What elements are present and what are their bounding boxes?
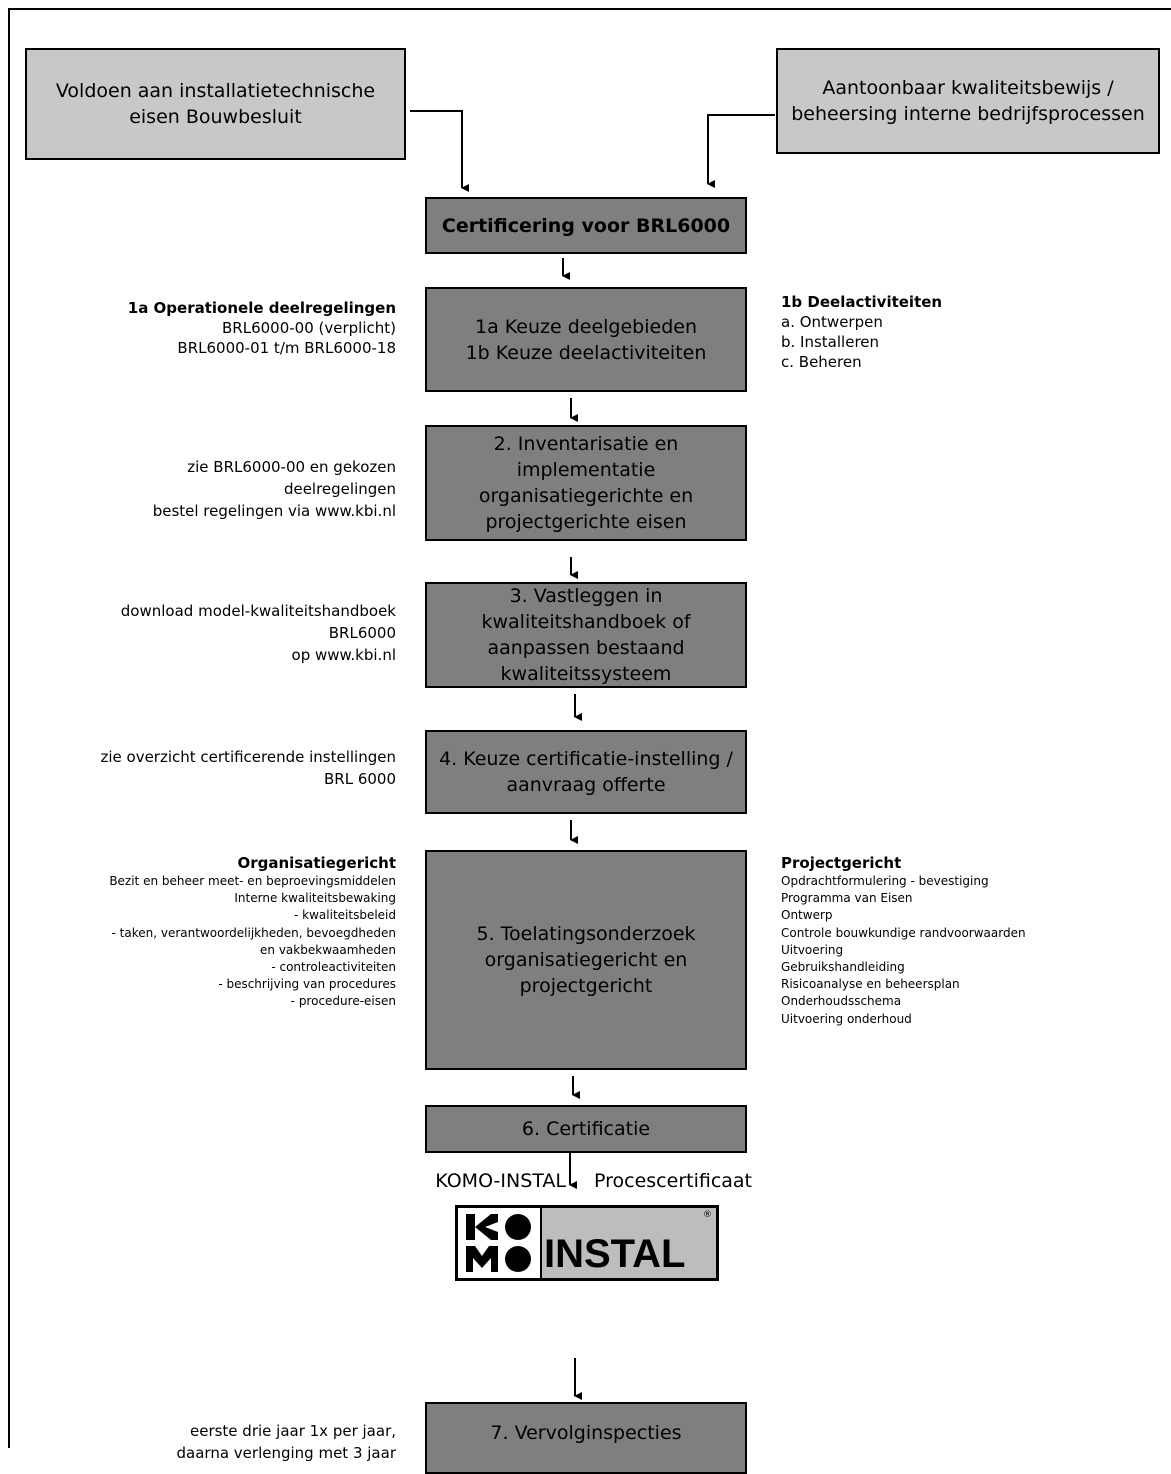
note-org-line: - procedure-eisen (290, 994, 396, 1009)
note-proj-heading: Projectgericht (781, 854, 902, 872)
top-right-box-text: Aantoonbaar kwaliteitsbewijs / beheersin… (791, 77, 1145, 125)
komo-instal-label: KOMO-INSTAL (435, 1170, 566, 1192)
step2-text: 2. Inventarisatie en implementatie organ… (478, 433, 694, 533)
note-org-line: - beschrijving van procedures (218, 977, 396, 992)
step3-box: 3. Vastleggen in kwaliteitshandboek of a… (425, 582, 747, 688)
note-org-line: - kwaliteitsbeleid (294, 908, 396, 923)
note-proj-line: Controle bouwkundige randvoorwaarden (781, 925, 1026, 940)
note-4-line: zie overzicht certificerende instellinge… (100, 748, 396, 766)
top-left-box: Voldoen aan installatietechnische eisen … (25, 48, 406, 160)
step4-text: 4. Keuze certificatie-instelling / aanvr… (439, 748, 733, 796)
logo-instal-text: INSTAL (544, 1232, 686, 1276)
cert-box-text: Certificering voor BRL6000 (441, 214, 731, 237)
registered-mark-icon: ® (703, 1210, 712, 1220)
note-proj-line: Opdrachtformulering - bevestiging (781, 874, 989, 888)
note-proj-line: Gebruikshandleiding (781, 960, 905, 975)
step2-box: 2. Inventarisatie en implementatie organ… (425, 425, 747, 541)
step1-box: 1a Keuze deelgebieden 1b Keuze deelactiv… (425, 287, 747, 392)
note-proj-line: Ontwerp (781, 908, 833, 923)
note-1b-line: c. Beheren (781, 353, 862, 371)
note-2: zie BRL6000-00 en gekozen deelregelingen… (153, 456, 396, 522)
note-3: download model-kwaliteitshandboek BRL600… (121, 600, 396, 666)
top-left-box-text: Voldoen aan installatietechnische eisen … (55, 80, 376, 128)
step4-box: 4. Keuze certificatie-instelling / aanvr… (425, 730, 747, 814)
top-right-box: Aantoonbaar kwaliteitsbewijs / beheersin… (776, 48, 1160, 154)
note-1b: 1b Deelactiviteiten a. Ontwerpen b. Inst… (781, 292, 942, 372)
note-org-line: en vakbekwaamheden (260, 942, 396, 957)
step6-text: 6. Certificatie (521, 1118, 651, 1140)
note-org-line: - controleactiviteiten (271, 960, 396, 975)
note-1a: 1a Operationele deelregelingen BRL6000-0… (128, 298, 396, 358)
note-2-line: deelregelingen (283, 480, 396, 498)
connectors (410, 110, 775, 1400)
step7-text: 7. Vervolginspecties (490, 1422, 682, 1444)
note-7-line: eerste drie jaar 1x per jaar, (189, 1422, 396, 1440)
arrow-right-to-cert (707, 114, 775, 188)
note-4: zie overzicht certificerende instellinge… (100, 746, 396, 790)
note-proj-line: Programma van Eisen (781, 891, 913, 906)
note-org-line: Interne kwaliteitsbewaking (234, 891, 396, 906)
note-1b-heading: 1b Deelactiviteiten (781, 293, 943, 311)
note-1b-line: a. Ontwerpen (781, 313, 883, 331)
note-1a-heading: 1a Operationele deelregelingen (127, 299, 396, 317)
page-frame (8, 8, 1171, 1448)
note-3-line: BRL6000 (328, 624, 396, 642)
note-3-line: download model-kwaliteitshandboek (120, 602, 396, 620)
step5-box: 5. Toelatingsonderzoek organisatiegerich… (425, 850, 747, 1070)
note-1a-line: BRL6000-01 t/m BRL6000-18 (177, 339, 396, 357)
note-organisatiegericht: Organisatiegericht Bezit en beheer meet-… (109, 853, 396, 1011)
step1-line-2: 1b Keuze deelactiviteiten (465, 341, 707, 364)
note-projectgericht: Projectgericht Opdrachtformulering - bev… (781, 853, 1026, 1028)
note-proj-line: Uitvoering (781, 942, 844, 957)
note-proj-line: Risicoanalyse en beheersplan (781, 977, 960, 992)
note-4-line: BRL 6000 (323, 770, 396, 788)
step7-box: 7. Vervolginspecties (425, 1402, 747, 1474)
step5-text: 5. Toelatingsonderzoek organisatiegerich… (476, 923, 696, 997)
note-org-heading: Organisatiegericht (237, 854, 396, 872)
note-1b-line: b. Installeren (781, 333, 880, 351)
step6-box: 6. Certificatie (425, 1105, 747, 1153)
note-2-line: bestel regelingen via www.kbi.nl (152, 502, 396, 520)
note-proj-line: Uitvoering onderhoud (781, 1011, 912, 1026)
note-org-line: - taken, verantwoordelijkheden, bevoegdh… (111, 925, 396, 940)
note-7-line: daarna verlenging met 3 jaar (176, 1444, 396, 1462)
komo-instal-logo: INSTAL ® (455, 1205, 719, 1281)
cert-box: Certificering voor BRL6000 (425, 197, 747, 254)
step3-text: 3. Vastleggen in kwaliteitshandboek of a… (481, 585, 691, 685)
komo-mark (458, 1208, 542, 1278)
note-7: eerste drie jaar 1x per jaar, daarna ver… (177, 1420, 396, 1464)
note-1a-line: BRL6000-00 (verplicht) (222, 319, 396, 337)
note-3-line: op www.kbi.nl (291, 646, 396, 664)
note-org-line: Bezit en beheer meet- en beproevingsmidd… (109, 874, 396, 888)
note-2-line: zie BRL6000-00 en gekozen (187, 458, 396, 476)
komo-symbol-icon (466, 1214, 531, 1272)
arrow-left-to-cert (410, 110, 469, 192)
step1-line-1: 1a Keuze deelgebieden (474, 315, 697, 338)
note-proj-line: Onderhoudsschema (781, 994, 902, 1009)
procescertificaat-label: Procescertificaat (594, 1170, 753, 1192)
